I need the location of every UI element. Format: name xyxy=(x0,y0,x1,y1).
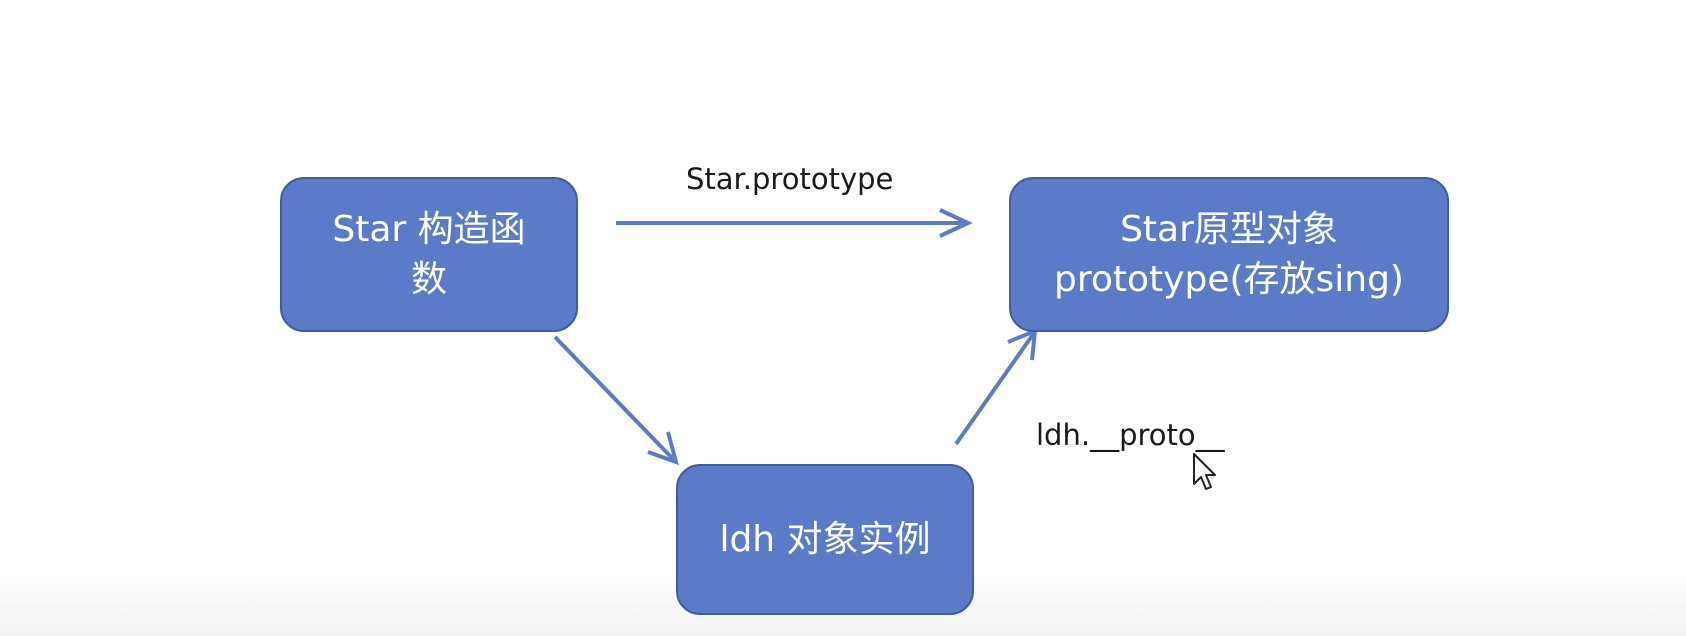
prototype-object-node-text: Star原型对象 prototype(存放sing) xyxy=(1054,205,1404,305)
constructor-node-line-2: 数 xyxy=(410,258,447,300)
constructor-node-text: Star 构造函 数 xyxy=(332,205,525,305)
instance-node: ldh 对象实例 xyxy=(676,464,974,615)
mouse-pointer-icon xyxy=(1193,453,1216,490)
edge-label-ldh-proto: ldh.__proto__ xyxy=(1036,418,1225,452)
arrow-constructor-to-instance xyxy=(553,335,679,466)
prototype-object-node: Star原型对象 prototype(存放sing) xyxy=(1009,177,1449,332)
prototype-object-node-line-2: prototype(存放sing) xyxy=(1054,258,1404,300)
edge-label-star-prototype: Star.prototype xyxy=(686,162,894,196)
constructor-node-line-1: Star 构造函 xyxy=(332,208,526,250)
constructor-node: Star 构造函 数 xyxy=(280,177,578,332)
prototype-object-node-line-1: Star原型对象 xyxy=(1120,208,1338,250)
arrow-constructor-to-prototype xyxy=(616,208,973,238)
instance-node-line-1: ldh 对象实例 xyxy=(719,518,931,560)
arrow-instance-to-prototype xyxy=(954,327,1038,446)
instance-node-text: ldh 对象实例 xyxy=(719,515,930,565)
